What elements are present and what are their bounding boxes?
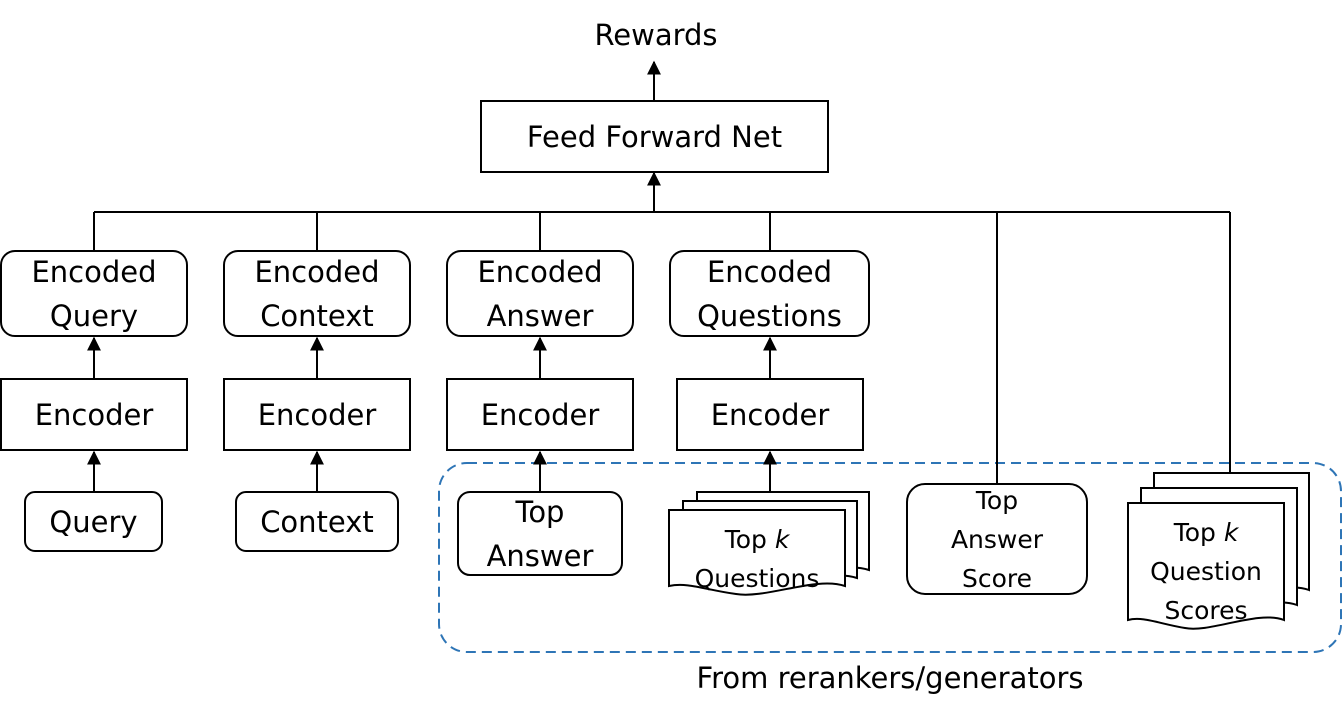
encoder-box-query xyxy=(0,378,188,451)
encoder-box-context xyxy=(223,378,411,451)
context-input-box xyxy=(235,491,399,552)
encoder-box-answer xyxy=(446,378,634,451)
query-input-box xyxy=(24,491,163,552)
encoded-context-box xyxy=(223,250,411,337)
encoder-box-questions xyxy=(676,378,864,451)
encoded-query-box xyxy=(0,250,188,337)
top-k-questions-doc-stack xyxy=(668,491,870,596)
feed-forward-net-box xyxy=(480,100,829,173)
top-k-question-scores-doc-stack xyxy=(1127,472,1310,630)
rerankers-group-border xyxy=(438,462,1342,653)
top-answer-box xyxy=(457,491,623,576)
encoded-answer-box xyxy=(446,250,634,337)
top-answer-score-box xyxy=(906,483,1088,595)
encoded-questions-box xyxy=(669,250,870,337)
